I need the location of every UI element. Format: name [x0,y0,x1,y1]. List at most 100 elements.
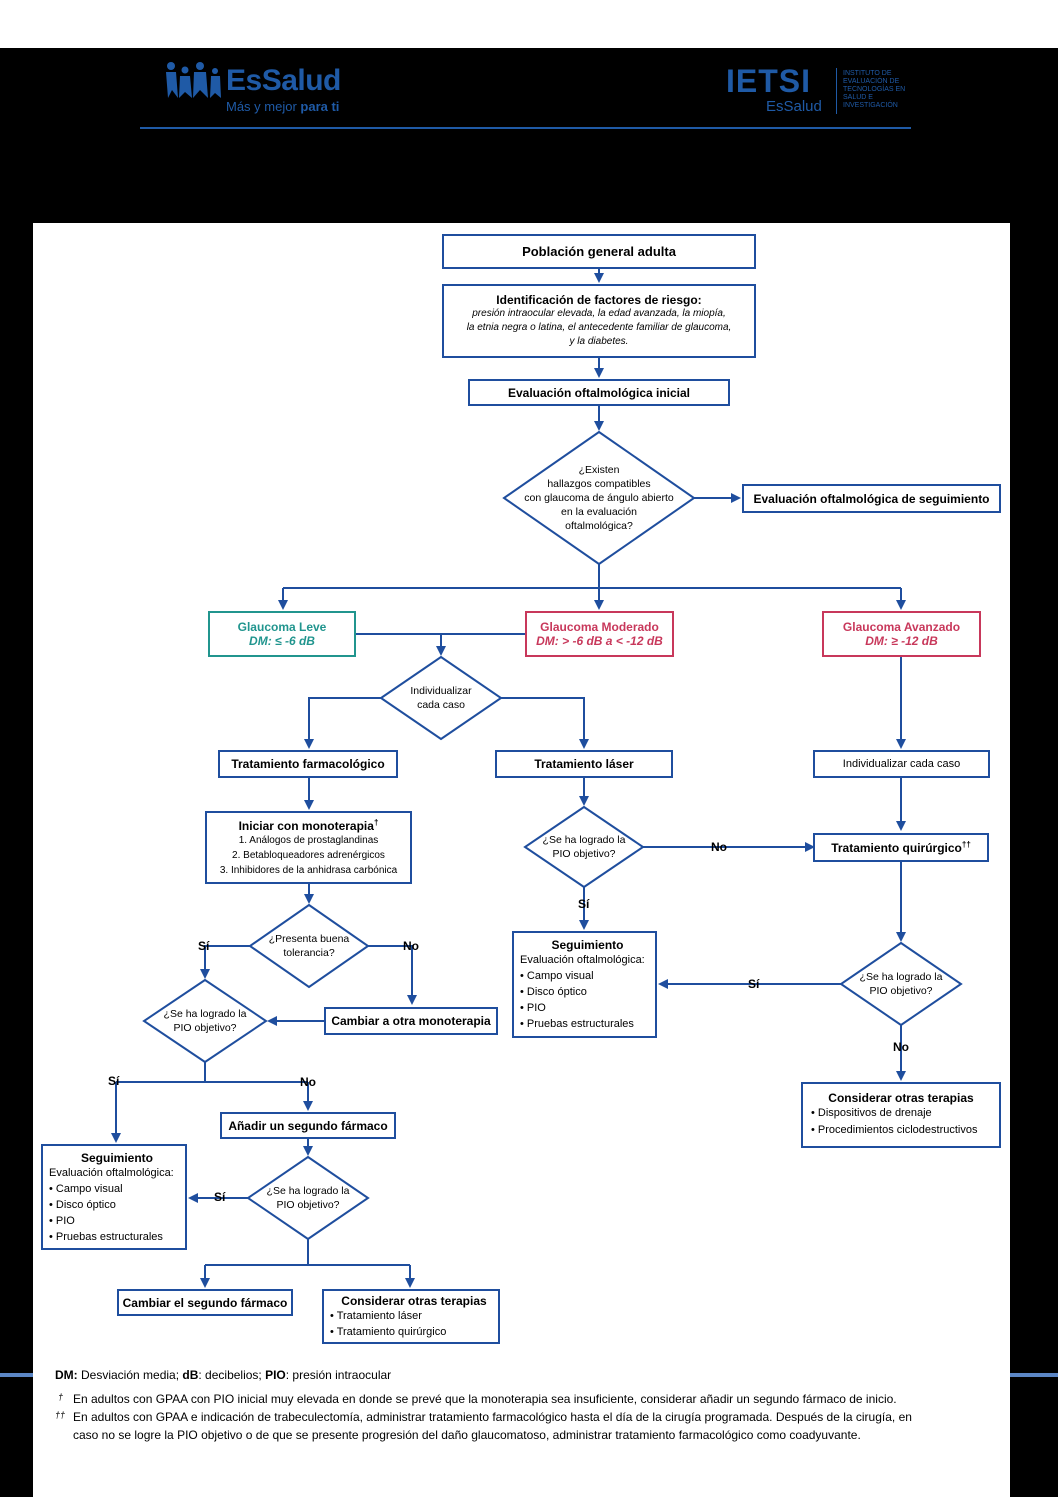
seguimiento-left-item-1: • Campo visual [49,1183,123,1195]
box-cambiar-segundo: Cambiar el segundo fármaco [117,1289,293,1316]
top-margin [0,0,1058,48]
tolerancia-line-1: ¿Presenta buena [268,933,350,945]
label-si-tolerancia: Sí [198,939,210,953]
monoterapia-title-text: Iniciar con monoterapia [238,818,374,833]
otras-right-item-1: • Dispositivos de drenaje [811,1107,932,1119]
seguimiento-left-item-3: • PIO [49,1215,75,1227]
tagline-part-b: para ti [300,99,340,114]
diamond-hallazgos-text: ¿Existen hallazgos compatibles con glauc… [504,450,694,546]
ietsi-logo-name: IETSI [726,63,812,99]
riesgo-line-3: y la diabetes. [569,336,629,347]
hallazgos-line-3: con glaucoma de ángulo abierto [524,492,674,504]
label-si-pio-1: Sí [108,1074,120,1088]
footnote-1: En adultos con GPAA con PIO inicial muy … [73,1392,897,1406]
label-no-tolerancia: No [403,939,419,953]
pio-1-line-1: ¿Se ha logrado la [163,1008,247,1020]
tolerancia-line-2: tolerancia? [283,947,335,959]
diamond-individualizar [379,655,503,741]
footnote-1-mark: † [58,1392,64,1402]
box-monoterapia: Iniciar con monoterapia† 1. Análogos de … [205,811,412,884]
monoterapia-item-1: 1. Análogos de prostaglandinas [238,834,379,846]
box-trat-farmacologico: Tratamiento farmacológico [218,750,398,778]
avanzado-title: Glaucoma Avanzado [842,620,961,634]
essalud-family-icon [166,62,221,98]
box-seguimiento-mid: Seguimiento Evaluación oftalmológica: • … [512,931,657,1038]
label-no-laser: No [711,840,727,854]
box-factores-riesgo: Identificación de factores de riesgo: pr… [442,284,756,358]
box-poblacion: Población general adulta [442,234,756,269]
abbr-dm-text: Desviación media; [77,1368,183,1382]
abbreviations: DM: Desviación media; dB: decibelios; PI… [55,1368,391,1382]
abbr-db-text: : decibelios; [198,1368,266,1382]
monoterapia-title: Iniciar con monoterapia† [239,818,379,833]
label-no-quir: No [893,1040,909,1054]
footnote-2-line-1: En adultos con GPAA e indicación de trab… [73,1410,912,1424]
pio-quir-line-2: PIO objetivo? [869,985,933,997]
seguimiento-left-item-4: • Pruebas estructurales [49,1231,163,1243]
hallazgos-line-5: oftalmológica? [565,520,633,532]
box-eval-inicial: Evaluación oftalmológica inicial [468,379,730,406]
hallazgos-line-4: en la evaluación [561,506,637,518]
footnote-2-line-2: caso no se logre la PIO objetivo o de qu… [73,1428,861,1442]
seguimiento-mid-item-1: • Campo visual [520,970,594,982]
leve-dm: DM: ≤ -6 dB [249,634,315,648]
moderado-dm: DM: > -6 dB a < -12 dB [536,634,663,648]
pio-2-line-1: ¿Se ha logrado la [266,1185,350,1197]
box-glaucoma-leve: Glaucoma Leve DM: ≤ -6 dB [208,611,356,657]
label-si-laser: Sí [578,897,590,911]
diamond-individualizar-text: Individualizar cada caso [390,680,492,716]
ietsi-logo-sub: EsSalud [766,98,822,115]
box-trat-laser: Tratamiento láser [495,750,673,778]
diamond-pio-quir-text: ¿Se ha logrado la PIO objetivo? [848,967,954,1001]
pio-laser-line-2: PIO objetivo? [552,848,616,860]
seguimiento-left-subtitle: Evaluación oftalmológica: [49,1167,174,1179]
box-otras-terapias-left: Considerar otras terapias • Tratamiento … [322,1289,500,1344]
otras-right-title: Considerar otras terapias [828,1091,974,1105]
left-accent-line [0,1373,33,1377]
leve-title: Glaucoma Leve [237,620,327,634]
box-otras-terapias-right: Considerar otras terapias • Dispositivos… [801,1082,1001,1148]
seguimiento-mid-item-4: • Pruebas estructurales [520,1018,634,1030]
diamond-pio-laser-text: ¿Se ha logrado la PIO objetivo? [530,830,638,864]
quirurgico-text: Tratamiento quirúrgico [831,841,962,855]
pio-1-line-2: PIO objetivo? [173,1022,237,1034]
pio-2-line-2: PIO objetivo? [276,1199,340,1211]
seguimiento-left-title: Seguimiento [80,1151,153,1165]
seguimiento-mid-item-3: • PIO [520,1002,546,1014]
box-individualizar-avanzado: Individualizar cada caso [813,750,990,778]
riesgo-title: Identificación de factores de riesgo: [496,293,702,307]
diamond-tolerancia [248,903,370,989]
abbr-pio-text: : presión intraocular [285,1368,392,1382]
essalud-logo-name: EsSalud [226,64,341,97]
footnote-2-mark: †† [55,1410,66,1420]
diamond-tolerancia-text: ¿Presenta buena tolerancia? [256,929,362,963]
tagline-part-a: Más y mejor [226,99,301,114]
essalud-logo-tagline: Más y mejor para ti [226,99,339,114]
riesgo-line-1: presión intraocular elevada, la edad ava… [472,308,726,319]
header-rule [140,127,911,129]
box-glaucoma-avanzado: Glaucoma Avanzado DM: ≥ -12 dB [822,611,981,657]
riesgo-line-2: la etnia negra o latina, el antecedente … [466,322,732,333]
diamond-pio-1-text: ¿Se ha logrado la PIO objetivo? [152,1004,258,1038]
label-no-pio-1: No [300,1075,316,1089]
monoterapia-item-2: 2. Betabloqueadores adrenérgicos [232,849,385,861]
abbr-pio: PIO [265,1368,286,1382]
box-cambiar-monoterapia: Cambiar a otra monoterapia [324,1007,498,1035]
box-glaucoma-moderado: Glaucoma Moderado DM: > -6 dB a < -12 dB [525,611,674,657]
pio-quir-line-1: ¿Se ha logrado la [859,971,943,983]
moderado-title: Glaucoma Moderado [540,620,659,634]
box-segundo-farmaco: Añadir un segundo fármaco [220,1112,396,1139]
otras-right-item-2: • Procedimientos ciclodestructivos [811,1124,978,1136]
ietsi-logo-divider [836,68,837,114]
label-si-pio-2: Sí [214,1190,226,1204]
ietsi-logo-institute: INSTITUTO DE EVALUACIÓN DE TECNOLOGÍAS E… [843,70,906,109]
seguimiento-mid-subtitle: Evaluación oftalmológica: [520,954,645,966]
pio-laser-line-1: ¿Se ha logrado la [542,834,626,846]
right-accent-line [1010,1373,1058,1377]
seguimiento-left-item-2: • Disco óptico [49,1199,116,1211]
diamond-pio-2-text: ¿Se ha logrado la PIO objetivo? [255,1181,361,1215]
otras-left-item-1: • Tratamiento láser [330,1309,422,1322]
hallazgos-line-1: ¿Existen [578,464,620,476]
monoterapia-item-3: 3. Inhibidores de la anhidrasa carbónica [219,864,398,876]
